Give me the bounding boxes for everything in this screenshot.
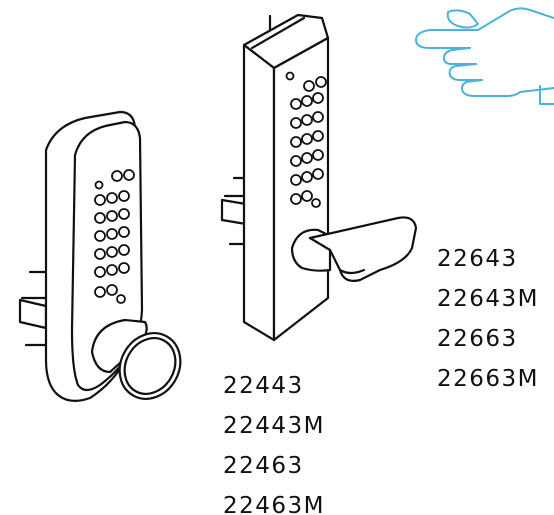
lever-lock-illustration [220,13,418,342]
model-number: 22663 [437,326,518,352]
knob-lock-model-list: 22443 22443M 22463 22463M [223,366,325,515]
model-number: 22463M [223,493,326,515]
model-number: 22443 [223,373,304,399]
model-number: 22663M [437,366,540,392]
model-number: 22443M [223,413,326,439]
model-number: 22463 [223,453,304,479]
knob-lock-illustration [18,110,182,402]
lever-lock-model-list: 22643 22643M 22663 22663M [437,239,539,399]
model-number: 22643M [437,286,540,312]
model-number: 22643 [437,246,518,272]
pointing-hand-icon [415,7,554,105]
